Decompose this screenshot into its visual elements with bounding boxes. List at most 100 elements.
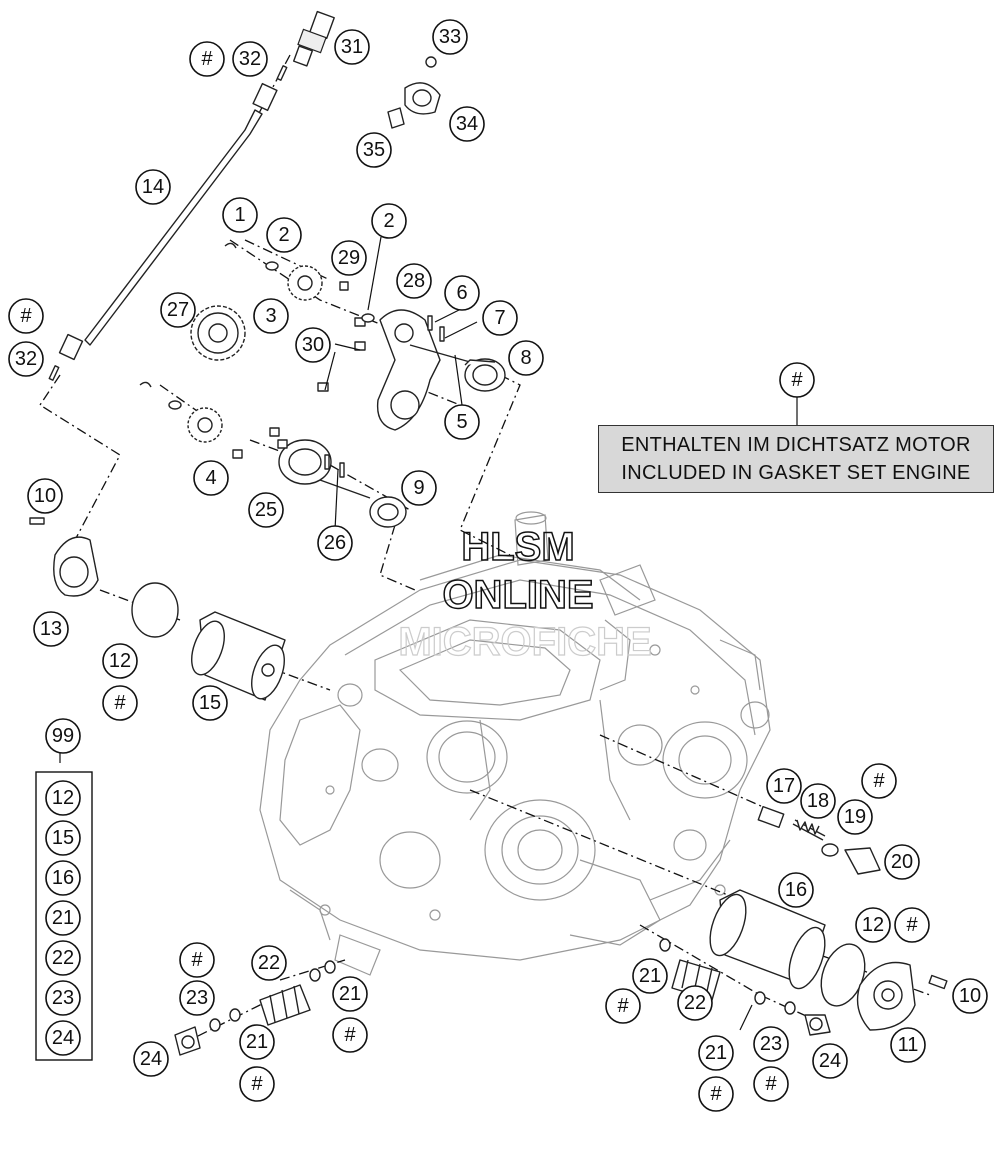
svg-text:21: 21 xyxy=(639,965,661,987)
callout: 21 xyxy=(332,976,368,1012)
part-valve-left xyxy=(174,960,336,1056)
callout: 8 xyxy=(508,340,544,376)
svg-text:33: 33 xyxy=(439,26,461,48)
callout: 35 xyxy=(356,132,392,168)
svg-text:32: 32 xyxy=(15,348,37,370)
svg-text:12: 12 xyxy=(862,914,884,936)
callout: 26 xyxy=(317,525,353,561)
svg-text:5: 5 xyxy=(456,411,467,433)
callout: 24 xyxy=(812,1043,848,1079)
svg-text:28: 28 xyxy=(403,270,425,292)
callout: 21 xyxy=(239,1024,275,1060)
callout: 24 xyxy=(133,1041,169,1077)
svg-text:17: 17 xyxy=(773,775,795,797)
part-pump-cover-28 xyxy=(317,281,471,431)
svg-text:15: 15 xyxy=(199,692,221,714)
svg-text:#: # xyxy=(20,305,32,327)
svg-text:21: 21 xyxy=(246,1031,268,1053)
svg-text:31: 31 xyxy=(341,36,363,58)
callout: # xyxy=(8,298,44,334)
kit-item-callout: 23 xyxy=(45,980,81,1016)
note-line-english: INCLUDED IN GASKET SET ENGINE xyxy=(621,462,971,484)
callout: 13 xyxy=(33,611,69,647)
svg-text:21: 21 xyxy=(339,983,361,1005)
part-gears xyxy=(139,242,323,443)
svg-text:24: 24 xyxy=(819,1050,841,1072)
svg-text:10: 10 xyxy=(34,485,56,507)
kit-item-callout: 12 xyxy=(45,780,81,816)
callout: # xyxy=(102,685,138,721)
callout: 23 xyxy=(179,980,215,1016)
svg-text:30: 30 xyxy=(302,334,324,356)
callout: # xyxy=(698,1076,734,1112)
callout: # xyxy=(189,41,225,77)
callout: 33 xyxy=(432,19,468,55)
svg-text:22: 22 xyxy=(684,992,706,1014)
kit-label-callout: 99 xyxy=(45,718,81,754)
callout: # xyxy=(861,763,897,799)
callout: 23 xyxy=(753,1026,789,1062)
svg-text:14: 14 xyxy=(142,176,164,198)
svg-text:2: 2 xyxy=(278,224,289,246)
svg-text:4: 4 xyxy=(205,467,216,489)
callout: 29 xyxy=(331,240,367,276)
svg-text:2: 2 xyxy=(383,210,394,232)
callout: 14 xyxy=(135,169,171,205)
watermark-line2: ONLINE xyxy=(442,573,593,617)
part-rotor-8 xyxy=(464,358,506,392)
svg-text:27: 27 xyxy=(167,299,189,321)
svg-text:23: 23 xyxy=(52,987,74,1009)
svg-text:16: 16 xyxy=(785,879,807,901)
part-valve-right xyxy=(659,938,831,1036)
callout: 22 xyxy=(251,945,287,981)
svg-text:20: 20 xyxy=(891,851,913,873)
svg-text:10: 10 xyxy=(959,985,981,1007)
watermark-line3: MICROFICHE xyxy=(398,620,651,664)
svg-text:99: 99 xyxy=(52,725,74,747)
svg-text:#: # xyxy=(251,1073,263,1095)
part-filter-15 xyxy=(191,611,286,701)
kit-item-callout: 15 xyxy=(45,820,81,856)
callout: 4 xyxy=(193,460,229,496)
leader-lines xyxy=(59,236,798,1031)
callout: 20 xyxy=(884,844,920,880)
svg-text:15: 15 xyxy=(52,827,74,849)
callout: 15 xyxy=(192,685,228,721)
callout: # xyxy=(332,1017,368,1053)
svg-text:23: 23 xyxy=(760,1033,782,1055)
svg-text:25: 25 xyxy=(255,499,277,521)
callout: 22 xyxy=(677,985,713,1021)
engine-case xyxy=(259,511,771,976)
part-plug-17-20 xyxy=(757,805,881,875)
callout: 10 xyxy=(27,478,63,514)
watermark: HLSM ONLINE MICROFICHE xyxy=(398,524,653,664)
callout: 11 xyxy=(890,1027,926,1063)
callout: # xyxy=(894,907,930,943)
svg-text:35: 35 xyxy=(363,139,385,161)
svg-text:12: 12 xyxy=(52,787,74,809)
svg-text:24: 24 xyxy=(52,1027,74,1049)
svg-text:21: 21 xyxy=(705,1042,727,1064)
note-line-german: ENTHALTEN IM DICHTSATZ MOTOR xyxy=(621,434,971,456)
callout: # xyxy=(179,942,215,978)
callout: 27 xyxy=(160,292,196,328)
callout: 5 xyxy=(444,404,480,440)
svg-text:9: 9 xyxy=(413,477,424,499)
callout: 25 xyxy=(248,492,284,528)
svg-text:23: 23 xyxy=(186,987,208,1009)
callouts: # 32 31 33 34 35 14 1 2 2 29 28 27 3 6 7… xyxy=(8,19,988,1112)
gasket-set-note: ENTHALTEN IM DICHTSATZ MOTOR INCLUDED IN… xyxy=(598,425,994,493)
callout: 30 xyxy=(295,327,331,363)
callout: 18 xyxy=(800,783,836,819)
svg-text:22: 22 xyxy=(258,952,280,974)
part-cover-13 xyxy=(29,517,99,597)
callout: 10 xyxy=(952,978,988,1014)
svg-text:#: # xyxy=(873,770,885,792)
part-cover-11 xyxy=(856,961,948,1031)
kit-item-callout: 22 xyxy=(45,940,81,976)
callout: 2 xyxy=(371,203,407,239)
svg-text:#: # xyxy=(617,995,629,1017)
svg-text:12: 12 xyxy=(109,650,131,672)
svg-text:26: 26 xyxy=(324,532,346,554)
